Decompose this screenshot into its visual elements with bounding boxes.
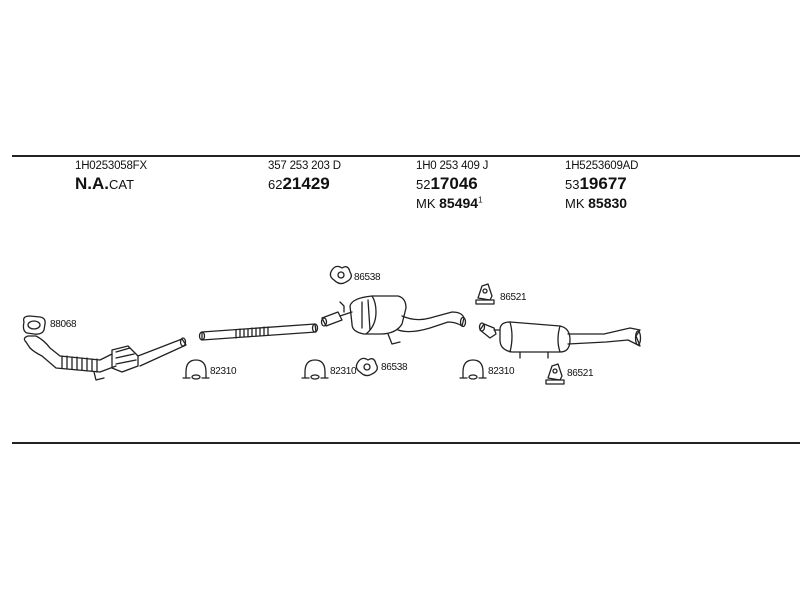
mounting-kit: MK 85830 (565, 195, 638, 211)
part-main: 21429 (282, 174, 330, 193)
label-rubber-ring-mid: 86538 (381, 362, 408, 373)
label-clamp-3: 82310 (488, 366, 515, 377)
label-front-gasket: 88068 (50, 319, 77, 330)
middle-pipe-drawing (198, 323, 319, 341)
part-prefix: 52 (416, 177, 431, 192)
label-hanger-bottom: 86521 (567, 368, 594, 379)
hanger-bottom-drawing (545, 363, 565, 385)
clamp-3-drawing (459, 359, 487, 380)
part-main: 19677 (579, 174, 627, 193)
rubber-ring-mid-drawing (355, 357, 378, 377)
oe-number: 1H0 253 409 J (416, 160, 489, 172)
mk-number: 85830 (588, 195, 628, 211)
label-rubber-ring-top: 86538 (354, 272, 381, 283)
label-clamp-2: 82310 (330, 366, 357, 377)
oe-number: 1H5253609AD (565, 160, 639, 172)
hanger-top-drawing (475, 283, 495, 305)
header-column-center-silencer: 1H0 253 409 J 5217046 MK 854941 (416, 160, 488, 211)
bottom-divider (12, 442, 800, 444)
part-prefix: 62 (268, 177, 283, 192)
label-clamp-1: 82310 (210, 366, 237, 377)
mk-superscript: 1 (478, 195, 483, 205)
center-silencer-drawing (320, 295, 467, 345)
mk-prefix: MK (565, 196, 585, 211)
part-number: 5319677 (565, 174, 638, 194)
top-divider (12, 155, 800, 157)
oe-number: 1H0253058FX (75, 160, 147, 172)
part-number: 5217046 (416, 174, 488, 194)
mk-prefix: MK (416, 196, 436, 211)
part-number: N.A.CAT (75, 174, 147, 194)
mounting-kit: MK 854941 (416, 195, 488, 211)
part-prefix: N.A. (75, 174, 109, 193)
clamp-2-drawing (301, 359, 329, 380)
clamp-1-drawing (182, 359, 210, 380)
rear-silencer-drawing (478, 321, 642, 359)
oe-number: 357 253 203 D (268, 160, 341, 172)
header-column-catalyst: 1H0253058FX N.A.CAT (75, 160, 147, 194)
label-hanger-top: 86521 (500, 292, 527, 303)
part-suffix: CAT (109, 177, 135, 192)
mk-number: 85494 (439, 195, 479, 211)
header-column-rear-silencer: 1H5253609AD 5319677 MK 85830 (565, 160, 638, 211)
part-number: 6221429 (268, 174, 341, 194)
front-gasket-drawing (22, 315, 46, 335)
header-column-middle-pipe: 357 253 203 D 6221429 (268, 160, 341, 194)
part-prefix: 53 (565, 177, 580, 192)
catalyst-drawing (23, 335, 187, 381)
part-main: 17046 (430, 174, 478, 193)
rubber-ring-top-drawing (329, 265, 352, 285)
